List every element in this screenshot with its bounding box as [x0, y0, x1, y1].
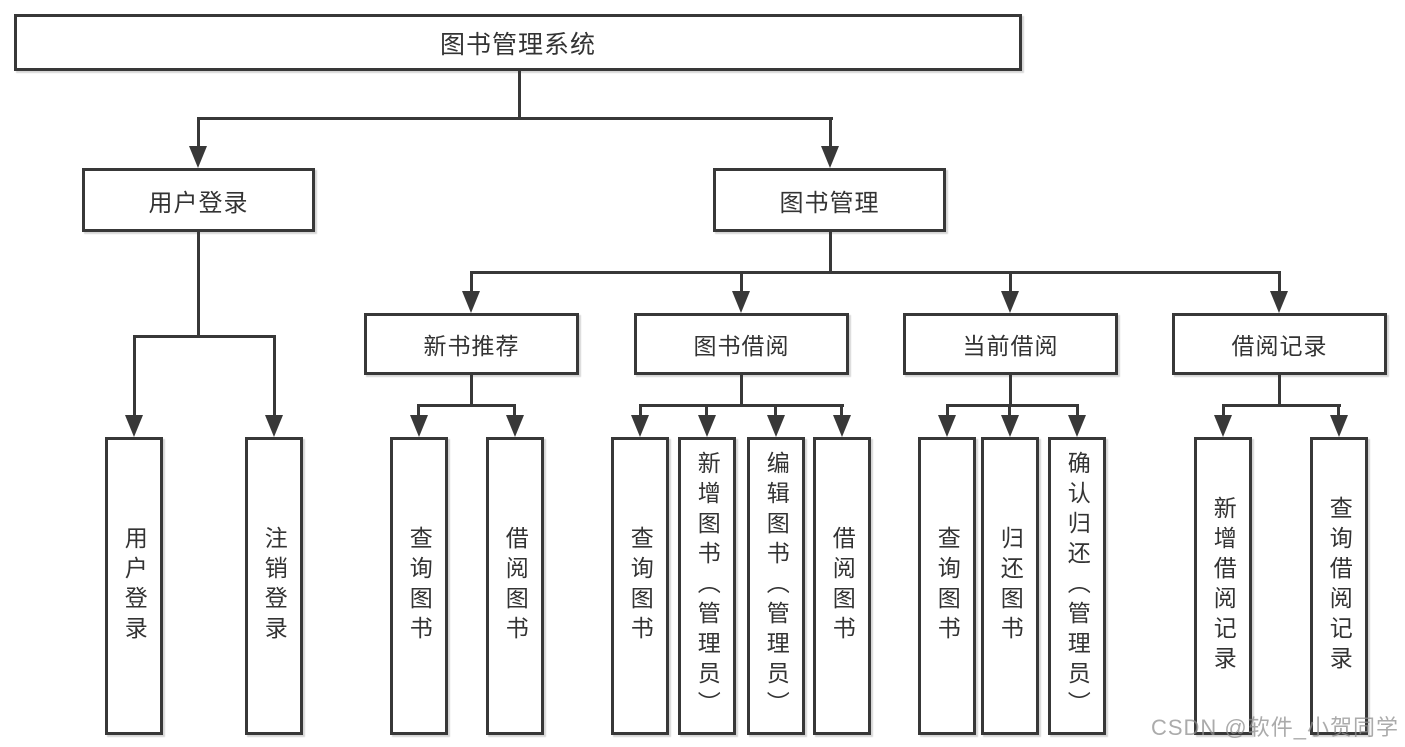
connector-group-stem: [470, 374, 473, 407]
node-user-login: 用户登录: [82, 168, 315, 232]
connector-leaf-drop: [639, 404, 642, 417]
arrow-down-icon: [189, 146, 207, 168]
leaf-return-book: 归还图书: [981, 437, 1039, 735]
arrow-down-icon: [1001, 415, 1019, 437]
leaf-add-borrow-record-label: 新增借阅记录: [1210, 496, 1237, 676]
connector-leaf-drop: [1222, 404, 1225, 417]
node-book-borrow-label: 图书借阅: [693, 333, 790, 359]
leaf-user-login: 用户登录: [105, 437, 163, 735]
arrow-down-icon: [1270, 291, 1288, 313]
connector-leaf-drop: [1337, 404, 1340, 417]
leaf-query-borrow-record-label: 查询借阅记录: [1326, 496, 1353, 676]
node-borrow-records-label: 借阅记录: [1231, 333, 1328, 359]
arrow-down-icon: [125, 415, 143, 437]
arrow-down-icon: [506, 415, 524, 437]
arrow-down-icon: [1330, 415, 1348, 437]
leaf-edit-book-admin: 编辑图书（管理员）: [747, 437, 805, 735]
arrow-down-icon: [821, 146, 839, 168]
connector-leaf-drop: [946, 404, 949, 417]
connector-user-login-bar: [133, 335, 276, 338]
connector-level2-bar: [197, 117, 833, 120]
connector-leaf-drop: [1076, 404, 1079, 417]
node-book-borrow: 图书借阅: [634, 313, 849, 375]
connector-l3-drop: [1278, 271, 1281, 294]
connector-leaf-drop: [840, 404, 843, 417]
node-book-management-label: 图书管理: [779, 189, 880, 217]
connector-leaf-drop: [133, 335, 136, 417]
arrow-down-icon: [462, 291, 480, 313]
arrow-down-icon: [265, 415, 283, 437]
connector-book-mgmt-stem: [829, 232, 832, 273]
arrow-down-icon: [698, 415, 716, 437]
node-borrow-records: 借阅记录: [1172, 313, 1387, 375]
node-new-book-recommend-label: 新书推荐: [423, 333, 520, 359]
connector-leaf-drop: [417, 404, 420, 417]
connector-leaf-drop: [774, 404, 777, 417]
connector-group-bar: [639, 404, 844, 407]
connector-l3-drop: [740, 271, 743, 294]
connector-group-bar: [1222, 404, 1341, 407]
node-book-management: 图书管理: [713, 168, 946, 232]
leaf-query-borrow-record: 查询借阅记录: [1310, 437, 1368, 735]
node-new-book-recommend: 新书推荐: [364, 313, 579, 375]
connector-user-login-drop: [197, 117, 200, 150]
leaf-add-book-admin-label: 新增图书（管理员）: [694, 451, 721, 721]
arrow-down-icon: [938, 415, 956, 437]
leaf-query-books-recommend: 查询图书: [390, 437, 448, 735]
connector-leaf-drop: [1008, 404, 1011, 417]
node-current-borrow: 当前借阅: [903, 313, 1118, 375]
connector-group-bar: [946, 404, 1079, 407]
connector-book-mgmt-drop: [829, 117, 832, 150]
arrow-down-icon: [732, 291, 750, 313]
arrow-down-icon: [767, 415, 785, 437]
arrow-down-icon: [833, 415, 851, 437]
leaf-query-books-recommend-label: 查询图书: [406, 526, 433, 646]
connector-group-stem: [1009, 374, 1012, 407]
leaf-borrow-books-recommend: 借阅图书: [486, 437, 544, 735]
connector-l3-drop: [1009, 271, 1012, 294]
connector-leaf-drop: [705, 404, 708, 417]
arrow-down-icon: [631, 415, 649, 437]
node-root-label: 图书管理系统: [439, 30, 596, 59]
leaf-query-books-current: 查询图书: [918, 437, 976, 735]
leaf-query-books-current-label: 查询图书: [934, 526, 961, 646]
leaf-logout-label: 注销登录: [261, 526, 288, 646]
arrow-down-icon: [410, 415, 428, 437]
node-current-borrow-label: 当前借阅: [962, 333, 1059, 359]
arrow-down-icon: [1214, 415, 1232, 437]
node-root: 图书管理系统: [14, 14, 1022, 71]
connector-user-login-stem: [197, 232, 200, 338]
leaf-add-borrow-record: 新增借阅记录: [1194, 437, 1252, 735]
leaf-user-login-label: 用户登录: [121, 526, 148, 646]
connector-level3-bar: [470, 271, 1281, 274]
leaf-logout: 注销登录: [245, 437, 303, 735]
leaf-return-book-label: 归还图书: [997, 526, 1024, 646]
node-user-login-label: 用户登录: [148, 189, 249, 217]
leaf-add-book-admin: 新增图书（管理员）: [678, 437, 736, 735]
connector-leaf-drop: [513, 404, 516, 417]
leaf-confirm-return-admin: 确认归还（管理员）: [1048, 437, 1106, 735]
leaf-borrow-books: 借阅图书: [813, 437, 871, 735]
connector-group-stem: [740, 374, 743, 407]
leaf-confirm-return-admin-label: 确认归还（管理员）: [1064, 451, 1091, 721]
leaf-query-books-borrow-label: 查询图书: [627, 526, 654, 646]
arrow-down-icon: [1068, 415, 1086, 437]
connector-root-stem: [518, 68, 521, 119]
connector-group-stem: [1278, 374, 1281, 407]
leaf-query-books-borrow: 查询图书: [611, 437, 669, 735]
connector-l3-drop: [470, 271, 473, 294]
leaf-borrow-books-label: 借阅图书: [829, 526, 856, 646]
connector-group-bar: [417, 404, 516, 407]
leaf-borrow-books-recommend-label: 借阅图书: [502, 526, 529, 646]
arrow-down-icon: [1001, 291, 1019, 313]
leaf-edit-book-admin-label: 编辑图书（管理员）: [763, 451, 790, 721]
connector-leaf-drop: [273, 335, 276, 417]
